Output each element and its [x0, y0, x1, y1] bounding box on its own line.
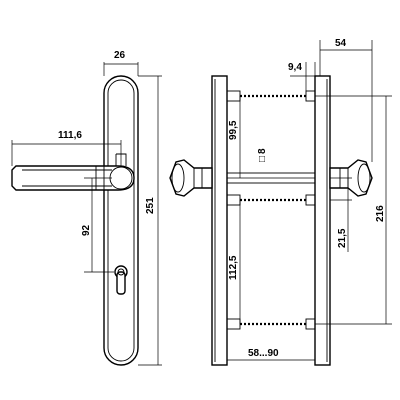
right-plate	[314, 75, 331, 366]
front-view: 26 111,6 251 92	[11, 50, 162, 366]
square-spindle-icon	[226, 172, 316, 184]
side-view: 54 9,4 99,5 8 □ 21,5 216 112,5 58...90	[169, 38, 392, 366]
backplate-inner	[107, 79, 135, 362]
dim-screw-offset: 21,5	[337, 228, 348, 248]
dim-lever-length: 111,6	[58, 130, 82, 141]
dim-offset-54: 54	[335, 38, 347, 49]
dim-plate-width: 26	[114, 50, 126, 61]
spindle-square-symbol: □	[257, 156, 268, 162]
dim-offset-94: 9,4	[288, 62, 302, 73]
dim-lower-spacing: 112,5	[228, 255, 239, 280]
lever-handle	[11, 165, 135, 191]
dim-lever-to-cylinder: 92	[81, 224, 92, 236]
backplate	[103, 75, 139, 366]
dim-upper-spacing: 99,5	[228, 120, 239, 140]
left-lever-side	[169, 159, 213, 197]
dim-door-range: 58...90	[248, 348, 279, 359]
left-plate	[211, 75, 228, 366]
dim-total-spacing: 216	[375, 205, 386, 222]
keyhole-icon	[114, 265, 128, 295]
dim-plate-length: 251	[145, 197, 156, 214]
dim-spindle-square: 8	[257, 148, 268, 154]
